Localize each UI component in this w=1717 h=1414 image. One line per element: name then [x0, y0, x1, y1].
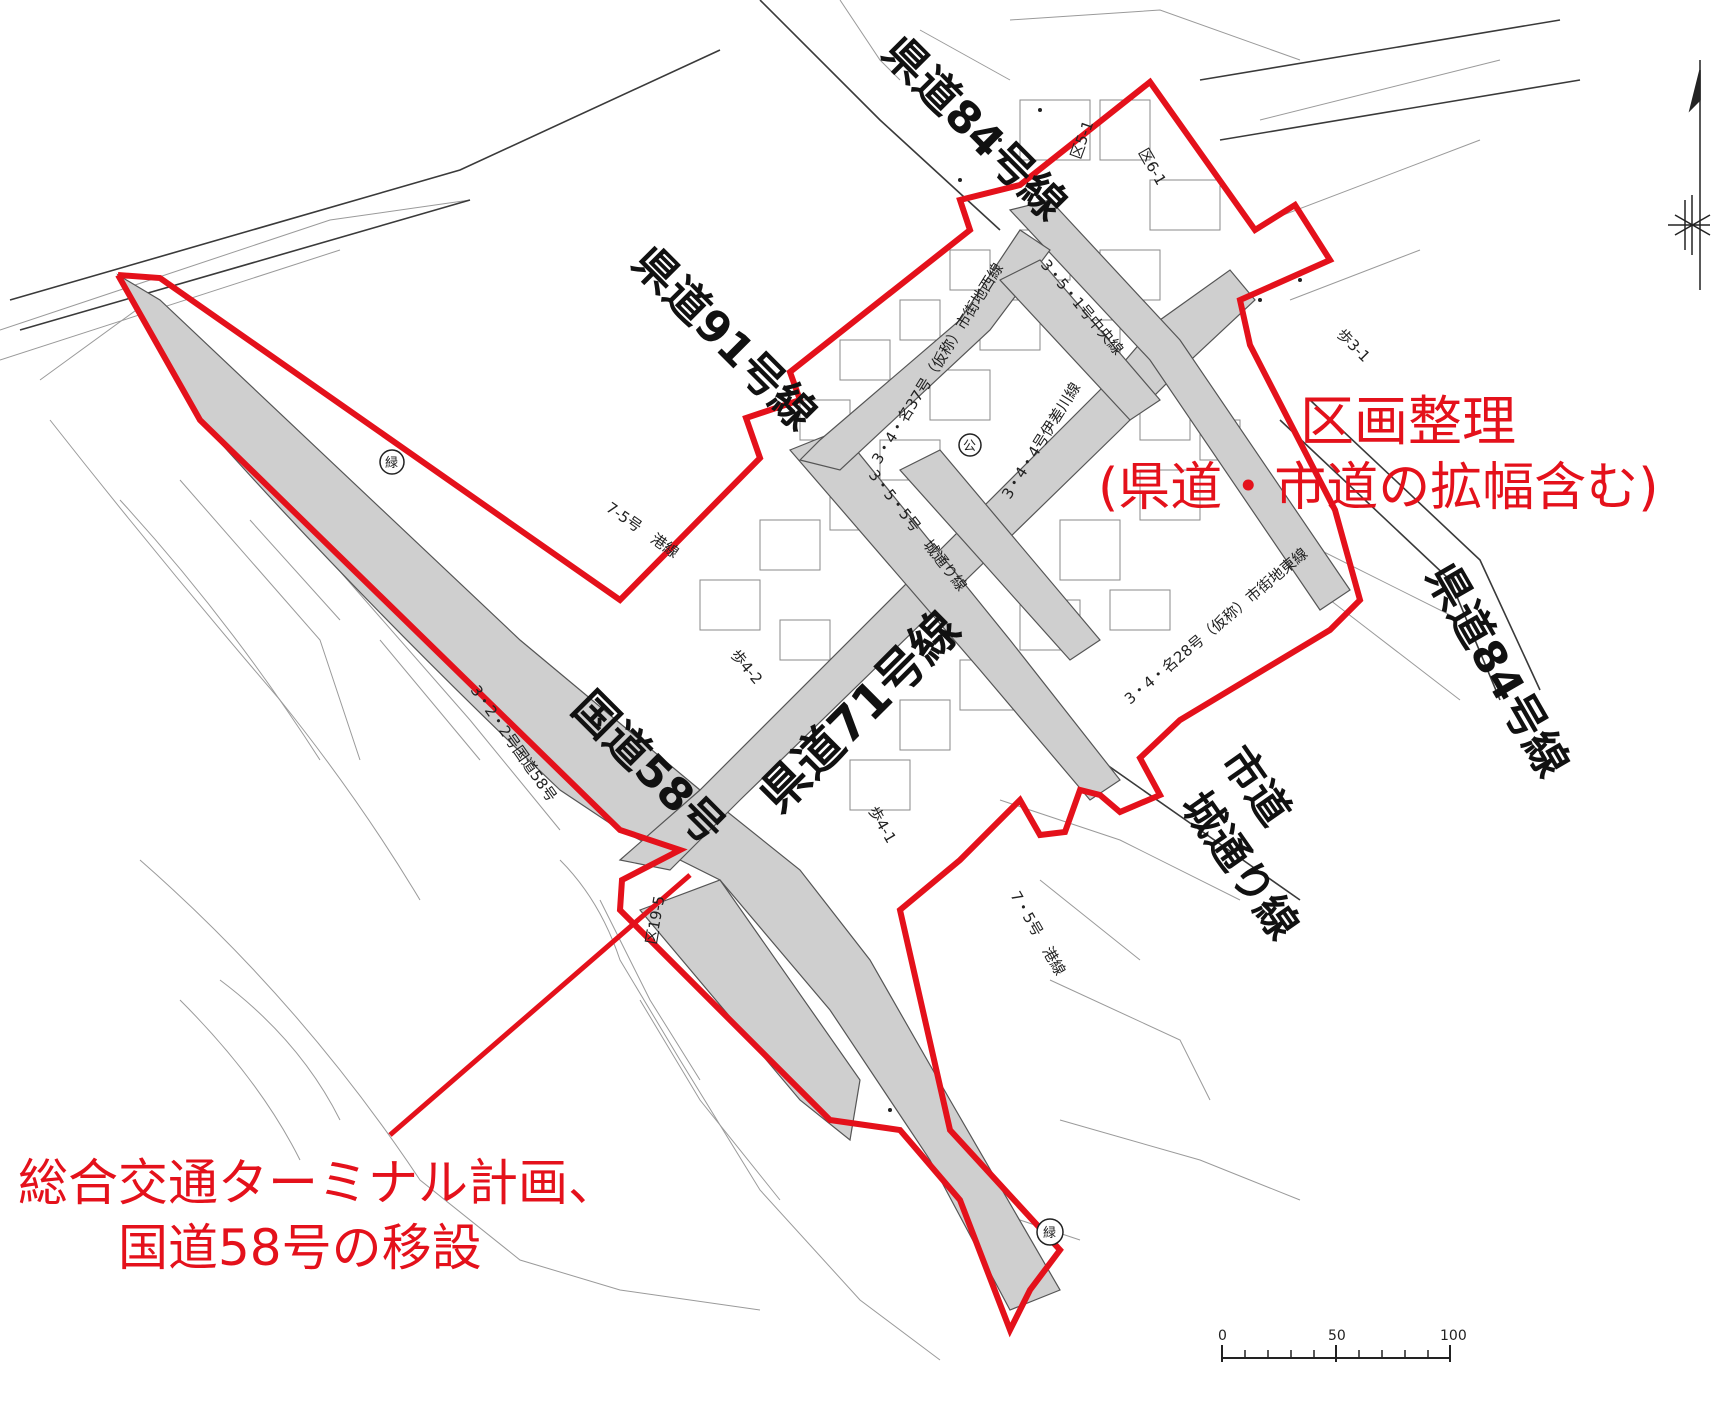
annotations: 区画整理 (県道・市道の拡幅含む) 総合交通ターミナル計画、 国道58号の移設 — [18, 390, 1659, 1277]
terminal-title: 総合交通ターミナル計画、 — [18, 1154, 618, 1212]
plan-label-p2: 7・5号 港線 — [1007, 888, 1070, 978]
plan-label-r5: 3・4・名28号（仮称）市街地東線 — [1121, 544, 1311, 708]
svg-text:緑: 緑 — [1043, 1226, 1056, 1241]
north-arrow-icon — [1668, 60, 1711, 290]
label-pref84-right: 県道84号線 — [1415, 555, 1578, 786]
scale-tick-100: 100 — [1440, 1328, 1467, 1344]
scale-tick-0: 0 — [1218, 1328, 1227, 1344]
public-symbol: 公 — [958, 433, 982, 457]
plan-label-p1: 7-5号 港線 — [603, 499, 683, 562]
readjust-title: 区画整理 — [1300, 390, 1516, 453]
terminal-subtitle: 国道58号の移設 — [118, 1219, 482, 1277]
svg-text:緑: 緑 — [385, 456, 398, 471]
plan-label-w3: 歩3-1 — [1333, 325, 1374, 366]
svg-text:公: 公 — [963, 439, 976, 454]
readjust-subtitle: (県道・市道の拡幅含む) — [1098, 458, 1659, 518]
green-symbol-1: 緑 — [379, 449, 405, 475]
project-boundary — [115, 77, 1364, 1338]
green-symbol-2: 緑 — [1036, 1218, 1064, 1246]
cadastral-background — [0, 0, 1581, 1361]
label-pref91: 県道91号線 — [622, 237, 826, 441]
label-pref84-top: 県道84号線 — [872, 27, 1076, 231]
scale-bar: 0 50 100 — [1218, 1328, 1467, 1362]
plan-label-w1: 歩4-2 — [727, 646, 766, 688]
scale-tick-50: 50 — [1328, 1328, 1346, 1344]
planned-roads — [116, 199, 1351, 1311]
plan-label-w2: 歩4-1 — [865, 803, 900, 846]
plan-label-k1: 区5-1 — [1067, 118, 1097, 161]
leader-line — [388, 873, 692, 1137]
plan-label-k2: 区6-1 — [1135, 145, 1170, 188]
